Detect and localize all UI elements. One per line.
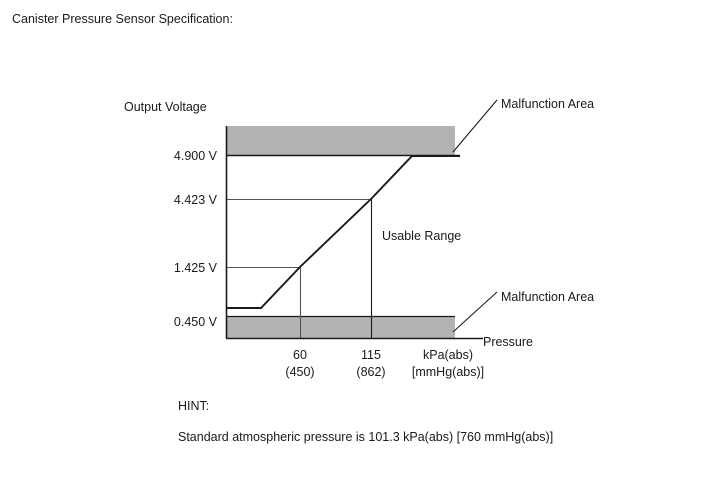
x-tick-sublabel-115: (862) (356, 365, 385, 379)
y-tick-label-4423: 4.423 V (174, 193, 218, 207)
annotation-malfunction-area-bottom: Malfunction Area (501, 290, 594, 304)
y-tick-label-1425: 1.425 V (174, 261, 218, 275)
x-unit-secondary: [mmHg(abs)] (412, 365, 484, 379)
x-unit-primary: kPa(abs) (423, 348, 473, 362)
annotation-malfunction-area-top: Malfunction Area (501, 97, 594, 111)
page-title: Canister Pressure Sensor Specification: (12, 12, 233, 26)
x-tick-sublabel-60: (450) (285, 365, 314, 379)
hint-label: HINT: (178, 399, 210, 413)
x-tick-label-115: 115 (361, 348, 381, 362)
hint-text: Standard atmospheric pressure is 101.3 k… (178, 429, 554, 444)
hint-block: HINT: Standard atmospheric pressure is 1… (178, 400, 553, 443)
malfunction-band-bottom (226, 317, 455, 338)
leader-line-malfunction-top (452, 99, 498, 153)
malfunction-band-top (226, 126, 455, 155)
x-tick-label-60: 60 (293, 348, 307, 362)
y-tick-label-0450: 0.450 V (174, 315, 218, 329)
y-tick-label-4900: 4.900 V (174, 149, 218, 163)
annotation-usable-range: Usable Range (382, 229, 461, 243)
sensor-output-line (227, 155, 460, 309)
leader-line-malfunction-bottom (452, 291, 498, 333)
y-axis-title: Output Voltage (124, 100, 207, 114)
x-axis-title: Pressure (483, 335, 533, 349)
